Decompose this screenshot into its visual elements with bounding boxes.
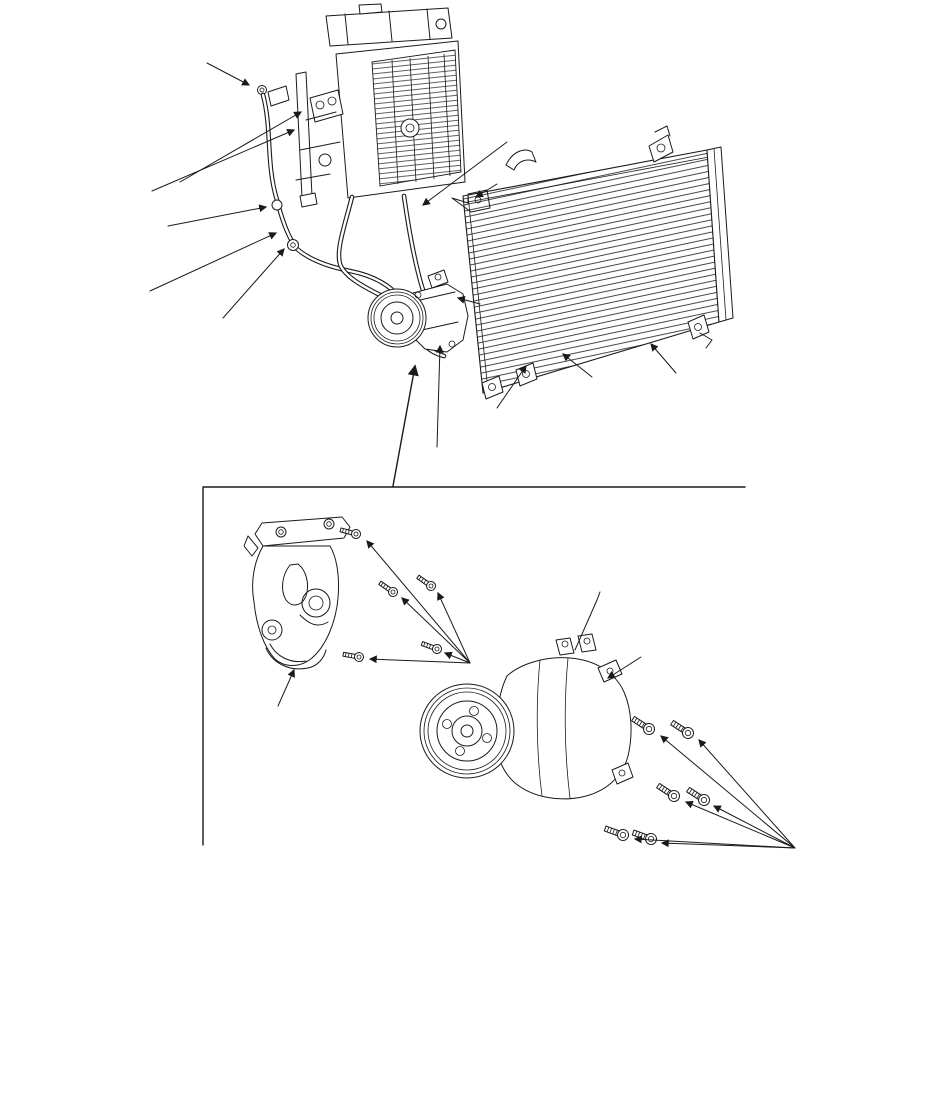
line-fitting [287, 239, 299, 251]
compressor-port [427, 269, 449, 289]
compressor-main [367, 269, 469, 353]
bracket-boss [261, 619, 283, 641]
inlet-flange [267, 85, 290, 107]
bolt-fan-leaders-left [277, 540, 471, 707]
evaporator-core-fins [371, 49, 462, 187]
detail-view [202, 486, 796, 849]
compressor-mounting-bracket [243, 516, 351, 670]
bracket-strap [265, 647, 327, 670]
bolt-icon [654, 780, 683, 805]
bolt-icon [668, 717, 697, 742]
main-view [149, 3, 734, 487]
bolt-fan-leaders-right [633, 735, 796, 849]
hvac-top-duct [325, 7, 453, 47]
condenser-bracket-bottom [687, 314, 710, 340]
condenser-foot [481, 375, 504, 400]
detail-callout-line [392, 364, 419, 487]
compressor-port [555, 637, 575, 656]
compressor-body [412, 283, 469, 353]
bolt-icon [602, 822, 631, 843]
condenser-bracket-top [648, 134, 674, 163]
condenser [462, 125, 734, 400]
compressor-mounting-ear [611, 762, 634, 785]
bolt-icon [630, 826, 659, 847]
compressor-stud [574, 599, 598, 651]
hvac-evaporator-unit [257, 3, 466, 208]
bracket-top-bar [254, 516, 351, 547]
bolt-icon [684, 784, 713, 809]
bracket-bolts [338, 525, 444, 663]
callout-arrows-main [149, 62, 677, 487]
stud-arrow [606, 656, 642, 679]
inset-border [202, 486, 746, 846]
duct-actuator [435, 18, 447, 30]
bolt-icon [414, 572, 438, 593]
blower-cap [400, 118, 420, 138]
condenser-hook-bracket [505, 149, 537, 171]
bolt-icon [629, 713, 658, 738]
line-fitting [271, 199, 283, 211]
bolt-icon [376, 578, 400, 599]
bolt-icon [419, 638, 444, 656]
bolt-icon [341, 649, 365, 663]
condenser-core [462, 149, 720, 394]
bracket-boss [301, 588, 331, 618]
compressor-pulley-detail [419, 683, 515, 779]
compressor-assembly-detail [419, 591, 642, 800]
